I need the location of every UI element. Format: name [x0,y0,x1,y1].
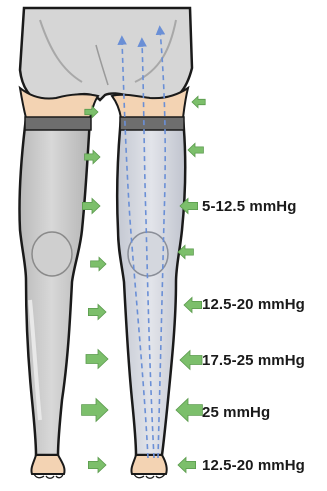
pressure-label-foot: 12.5-20 mmHg [202,457,305,474]
left-leg-stocking [19,117,91,455]
pressure-label-thigh: 5-12.5 mmHg [202,198,296,215]
compression-arrow-icon [178,457,196,472]
compression-arrow-icon [88,457,106,472]
pressure-label-upper-calf: 12.5-20 mmHg [202,296,305,313]
compression-arrow-icon [192,96,205,107]
compression-arrow-icon [86,350,108,369]
compression-arrow-icon [82,399,108,422]
compression-arrow-icon [176,399,202,422]
compression-arrow-icon [184,297,202,312]
compression-arrow-icon [91,257,106,270]
compression-arrow-icon [188,143,203,156]
compression-arrow-icon [88,304,106,319]
pressure-label-calf: 17.5-25 mmHg [202,352,305,369]
pressure-label-ankle: 25 mmHg [202,404,270,421]
compression-arrow-icon [180,351,202,370]
briefs [20,8,192,104]
